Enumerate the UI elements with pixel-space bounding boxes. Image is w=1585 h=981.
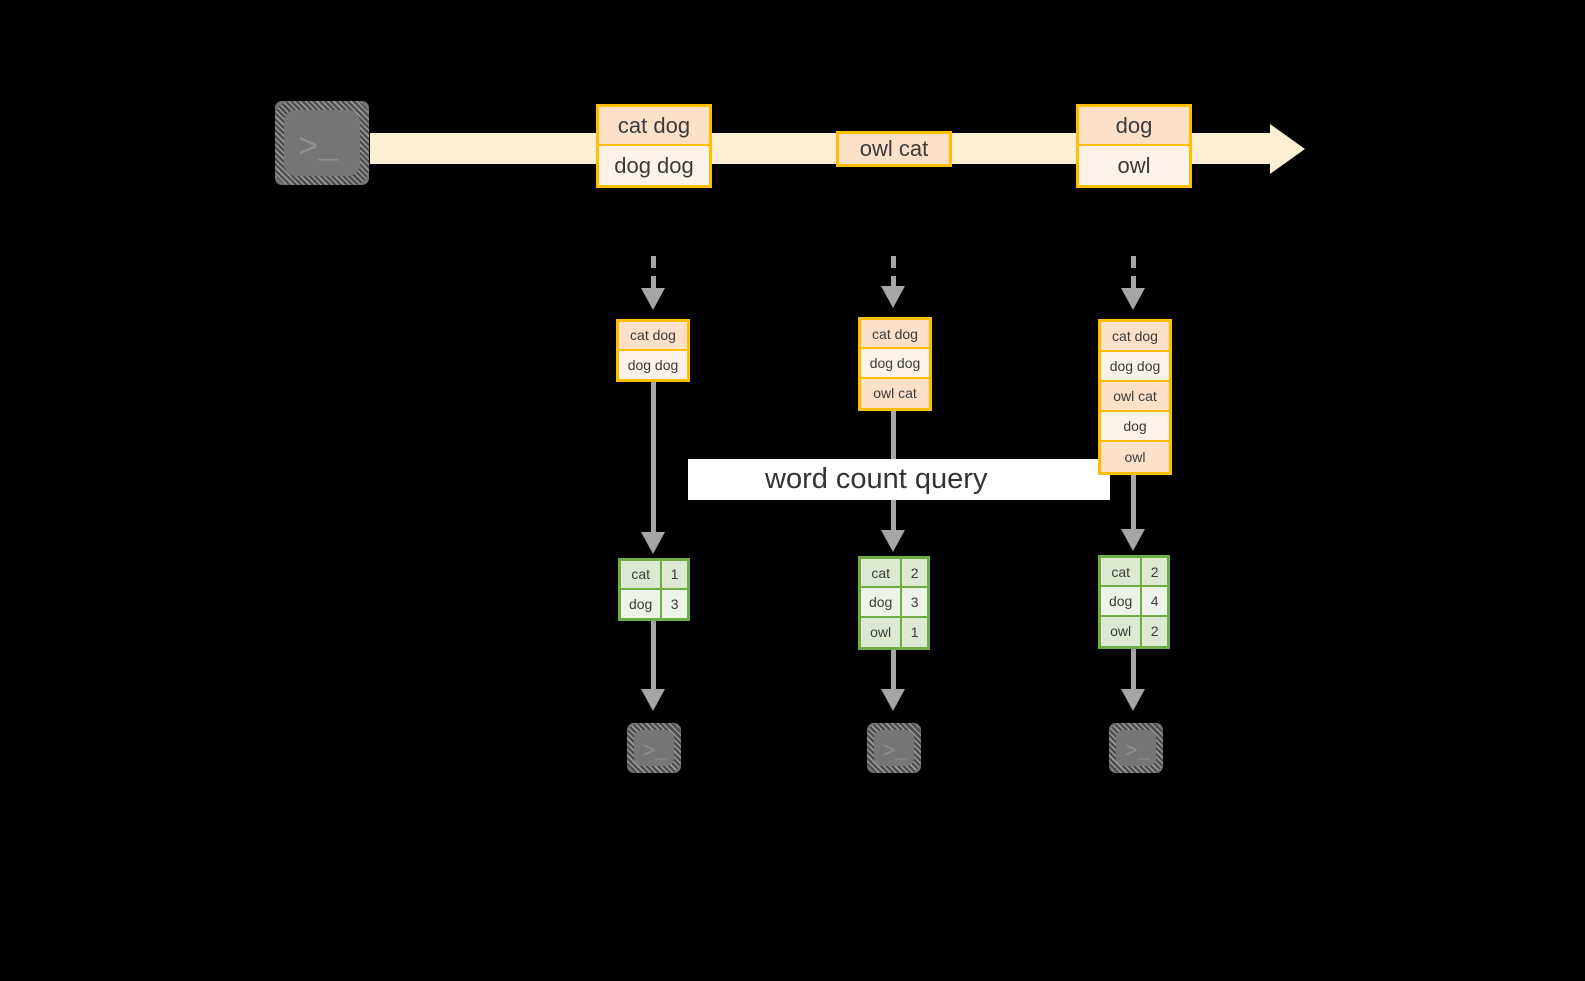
stream-batch-1: cat dog dog dog [596,104,712,188]
source-terminal-icon: >_ [266,92,378,194]
terminal-screen: >_ [1116,730,1156,766]
snapshot-1-query-arrowhead-icon [641,532,665,554]
snapshot-3-sink-arrowhead-icon [1121,689,1145,711]
snapshot-2-ingest-arrowhead-icon [881,286,905,308]
snapshot-3-query-line [1131,475,1136,535]
snapshot-3-input-line: owl cat [1101,382,1169,412]
terminal-prompt-glyph: >_ [1125,741,1151,764]
result-count: 4 [1142,587,1167,615]
snapshot-2-input-stack: cat dog dog dog owl cat [858,317,932,411]
stream-batch-1-line: cat dog [599,107,709,146]
snapshot-2-sink-arrowhead-icon [881,689,905,711]
snapshot-3-query-arrowhead-icon [1121,529,1145,551]
result-word: dog [1101,587,1143,615]
result-count: 3 [902,588,927,616]
snapshot-1-result-table: cat 1 dog 3 [618,558,690,621]
snapshot-3-input-line: dog dog [1101,352,1169,382]
result-word: dog [861,588,903,616]
snapshot-1-ingest-arrowhead-icon [641,288,665,310]
table-row: dog 4 [1101,587,1167,617]
terminal-prompt-glyph: >_ [298,130,339,168]
stream-batch-3-line: owl [1079,146,1189,185]
snapshot-3-sink-line [1131,649,1136,693]
result-count: 3 [662,589,687,618]
table-row: cat 2 [861,559,927,589]
snapshot-1-sink-arrowhead-icon [641,689,665,711]
result-count: 1 [902,617,927,647]
terminal-screen: >_ [634,730,674,766]
result-count: 2 [1142,558,1167,586]
terminal-prompt-glyph: >_ [643,741,669,764]
snapshot-2-query-arrowhead-icon [881,530,905,552]
result-word: owl [1101,616,1143,646]
table-row: dog 3 [621,589,687,618]
snapshot-1-sink-terminal-icon: >_ [618,714,690,782]
snapshot-2-input-line: cat dog [861,320,929,350]
stream-batch-2-line: owl cat [839,134,949,164]
table-row: cat 2 [1101,558,1167,588]
snapshot-2-result-table: cat 2 dog 3 owl 1 [858,556,930,650]
table-row: cat 1 [621,561,687,590]
snapshot-1-query-line [651,382,656,536]
snapshot-3-input-line: cat dog [1101,322,1169,352]
result-count: 2 [902,559,927,587]
snapshot-3-ingest-arrowhead-icon [1121,288,1145,310]
snapshot-2-sink-terminal-icon: >_ [858,714,930,782]
stream-arrow-head-icon [1270,124,1305,174]
snapshot-1-ingest-line [651,256,656,292]
result-count: 2 [1142,616,1167,646]
snapshot-2-input-line: owl cat [861,378,929,408]
stream-batch-3: dog owl [1076,104,1192,188]
stream-batch-1-line: dog dog [599,146,709,185]
result-word: cat [621,561,663,588]
snapshot-1-sink-line [651,621,656,693]
snapshot-1-input-line: cat dog [619,322,687,351]
terminal-screen: >_ [874,730,914,766]
snapshot-3-input-line: dog [1101,412,1169,442]
result-word: cat [1101,558,1143,586]
snapshot-1-input-line: dog dog [619,350,687,379]
snapshot-3-sink-terminal-icon: >_ [1100,714,1172,782]
table-row: dog 3 [861,588,927,618]
query-label: word count query [688,459,1110,500]
terminal-prompt-glyph: >_ [883,741,909,764]
snapshot-3-ingest-line [1131,256,1136,292]
result-word: owl [861,617,903,647]
terminal-screen: >_ [284,110,360,176]
snapshot-3-input-line: owl [1101,442,1169,472]
snapshot-3-input-stack: cat dog dog dog owl cat dog owl [1098,319,1172,475]
result-word: cat [861,559,903,587]
stream-batch-3-line: dog [1079,107,1189,146]
result-count: 1 [662,561,687,588]
query-label-text: word count query [765,463,988,495]
snapshot-3-result-table: cat 2 dog 4 owl 2 [1098,555,1170,649]
snapshot-2-sink-line [891,650,896,693]
table-row: owl 2 [1101,616,1167,646]
snapshot-1-input-stack: cat dog dog dog [616,319,690,382]
snapshot-2-input-line: dog dog [861,349,929,379]
table-row: owl 1 [861,617,927,647]
stream-batch-2: owl cat [836,131,952,167]
snapshot-2-ingest-line [891,256,896,290]
result-word: dog [621,589,663,618]
